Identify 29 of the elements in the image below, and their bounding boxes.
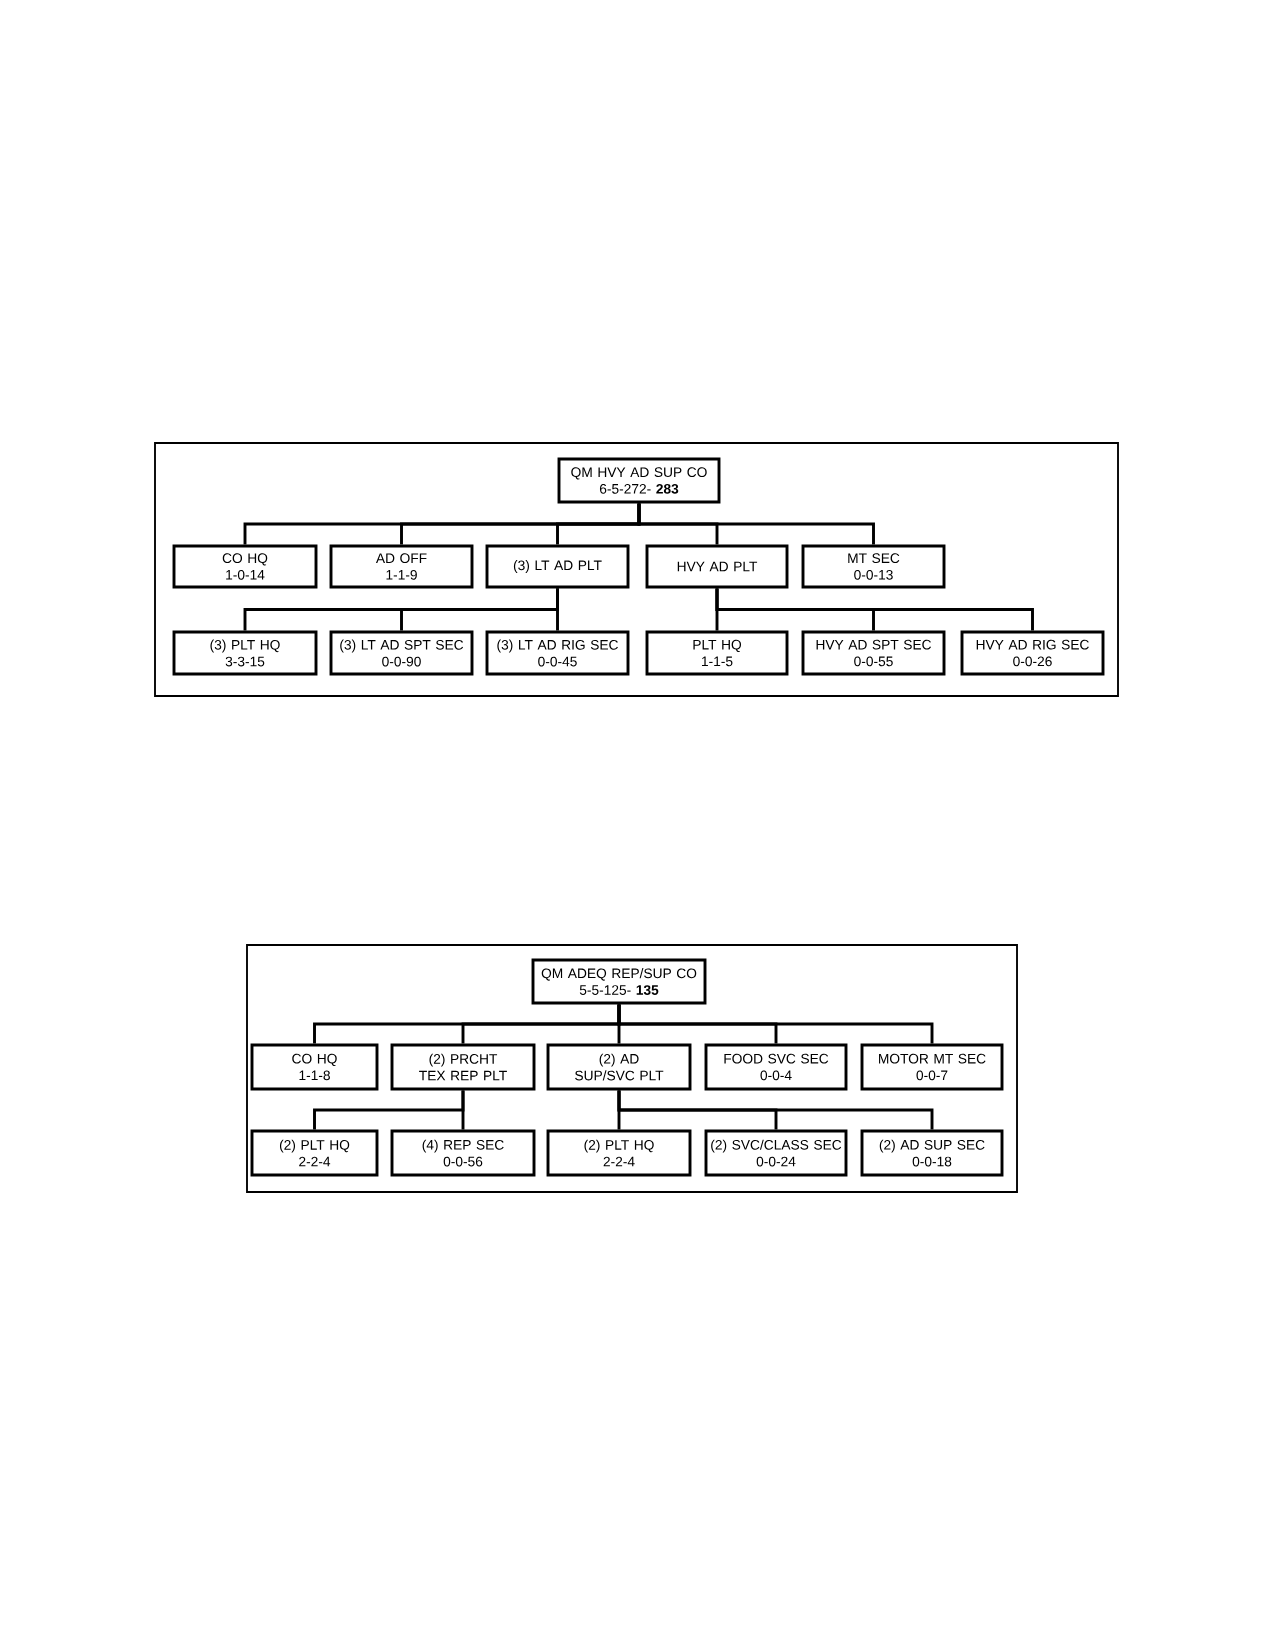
org-box: (3) LT AD PLT [485,544,630,589]
org-box: (3) PLT HQ 3-3-15 [172,630,318,676]
org-box: (2) AD SUP SEC 0-0-18 [860,1129,1004,1177]
org-box: CO HQ 1-1-8 [250,1043,379,1091]
org-box: QM ADEQ REP/SUP CO 5-5-125- 135 [531,958,707,1005]
org-box: QM HVY AD SUP CO 6-5-272- 283 [557,457,721,504]
org-box: MT SEC 0-0-13 [801,544,946,589]
connector-line [556,588,559,631]
connector-line [461,1090,465,1130]
org-box: (2) AD SUP/SVC PLT [546,1043,692,1091]
org-box: CO HQ 1-0-14 [172,544,318,589]
connector-line [617,1004,934,1044]
org-box: HVY AD PLT [645,544,789,589]
org-box: HVY AD SPT SEC 0-0-55 [801,630,946,676]
org-box: (2) SVC/CLASS SEC 0-0-24 [704,1129,848,1177]
org-box: (3) LT AD RIG SEC 0-0-45 [485,630,630,676]
org-box: HVY AD RIG SEC 0-0-26 [960,630,1105,676]
connector-line [715,588,1034,631]
org-box: AD OFF 1-1-9 [329,544,474,589]
org-box: FOOD SVC SEC 0-0-4 [704,1043,848,1091]
org-box: (2) PRCHT TEX REP PLT [390,1043,536,1091]
org-box: (4) REP SEC 0-0-56 [390,1129,536,1177]
org-box: (2) PLT HQ 2-2-4 [546,1129,692,1177]
org-box: MOTOR MT SEC 0-0-7 [860,1043,1004,1091]
connector-line [637,503,875,545]
org-box: PLT HQ 1-1-5 [645,630,789,676]
org-box: (3) LT AD SPT SEC 0-0-90 [329,630,474,676]
connector-line [617,1090,934,1130]
org-box: (2) PLT HQ 2-2-4 [250,1129,379,1177]
